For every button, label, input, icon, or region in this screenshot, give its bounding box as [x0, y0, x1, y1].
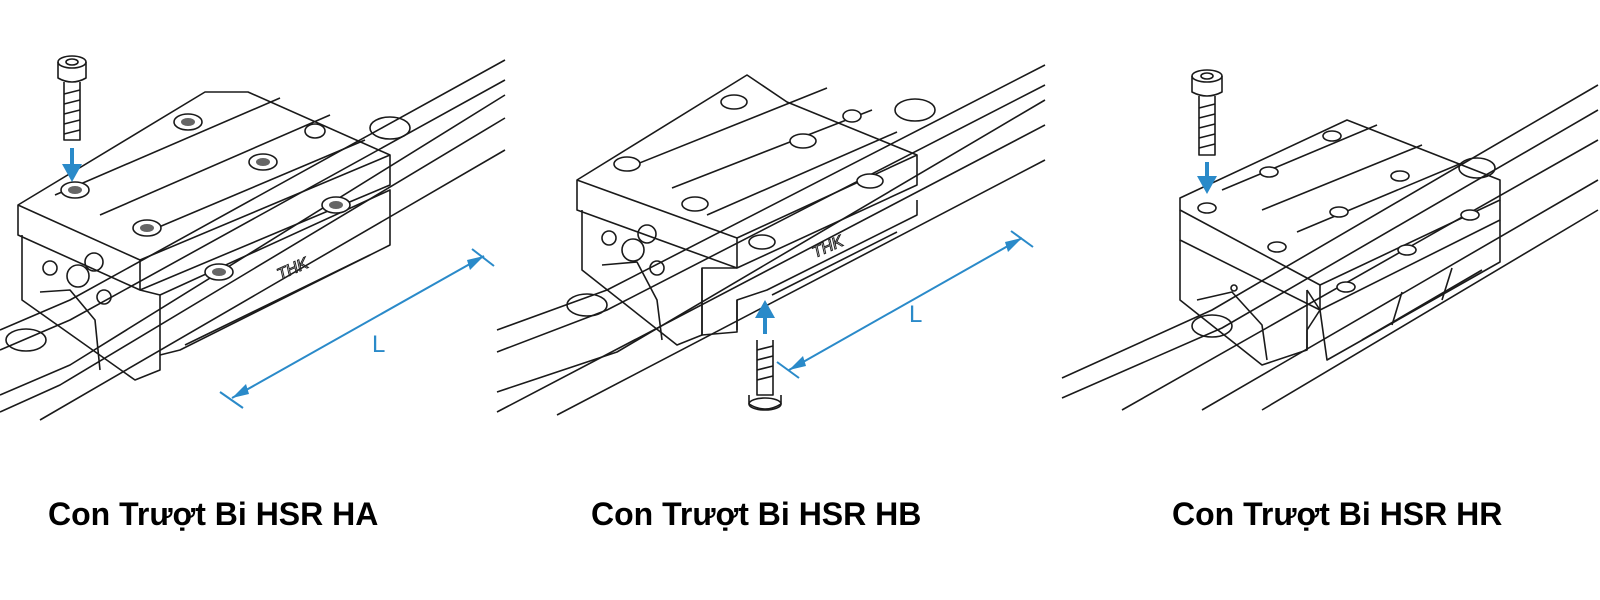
cap-screw-icon — [748, 340, 782, 411]
caption-hsr-hr: Con Trượt Bi HSR HR — [1172, 496, 1503, 532]
slider-block — [17, 91, 391, 381]
guide-rail — [0, 59, 506, 421]
brand-mark: THK — [275, 255, 312, 284]
slider-block — [1179, 119, 1501, 366]
dimension-label: L — [372, 331, 385, 358]
slider-block — [576, 74, 918, 346]
mounting-holes — [60, 113, 351, 281]
hsr-hr-illustration — [1061, 69, 1599, 411]
panel-hsr-hb: L THK Con Trượt Bi HSR HB — [496, 0, 1046, 600]
insert-arrow-icon — [1197, 162, 1217, 194]
brand-mark: THK — [810, 233, 847, 262]
mounting-holes — [1197, 130, 1480, 293]
cap-screw-icon — [1191, 69, 1223, 156]
hsr-hb-illustration: L THK — [496, 64, 1046, 416]
panel-hsr-ha: L THK Con Trượt Bi HSR HA — [0, 0, 520, 600]
hsr-ha-illustration: L THK — [0, 55, 506, 421]
caption-hsr-ha: Con Trượt Bi HSR HA — [48, 496, 379, 532]
panel-hsr-hr: Con Trượt Bi HSR HR — [1061, 0, 1599, 600]
mounting-holes — [613, 94, 884, 250]
insert-arrow-icon — [755, 300, 775, 334]
guide-rail — [496, 64, 1046, 416]
dimension-line — [219, 248, 495, 409]
dimension-label: L — [909, 301, 922, 328]
dimension-line — [776, 230, 1034, 379]
cap-screw-icon — [57, 55, 87, 141]
guide-rail — [1061, 84, 1599, 411]
insert-arrow-icon — [62, 148, 82, 182]
caption-hsr-hb: Con Trượt Bi HSR HB — [591, 496, 922, 532]
